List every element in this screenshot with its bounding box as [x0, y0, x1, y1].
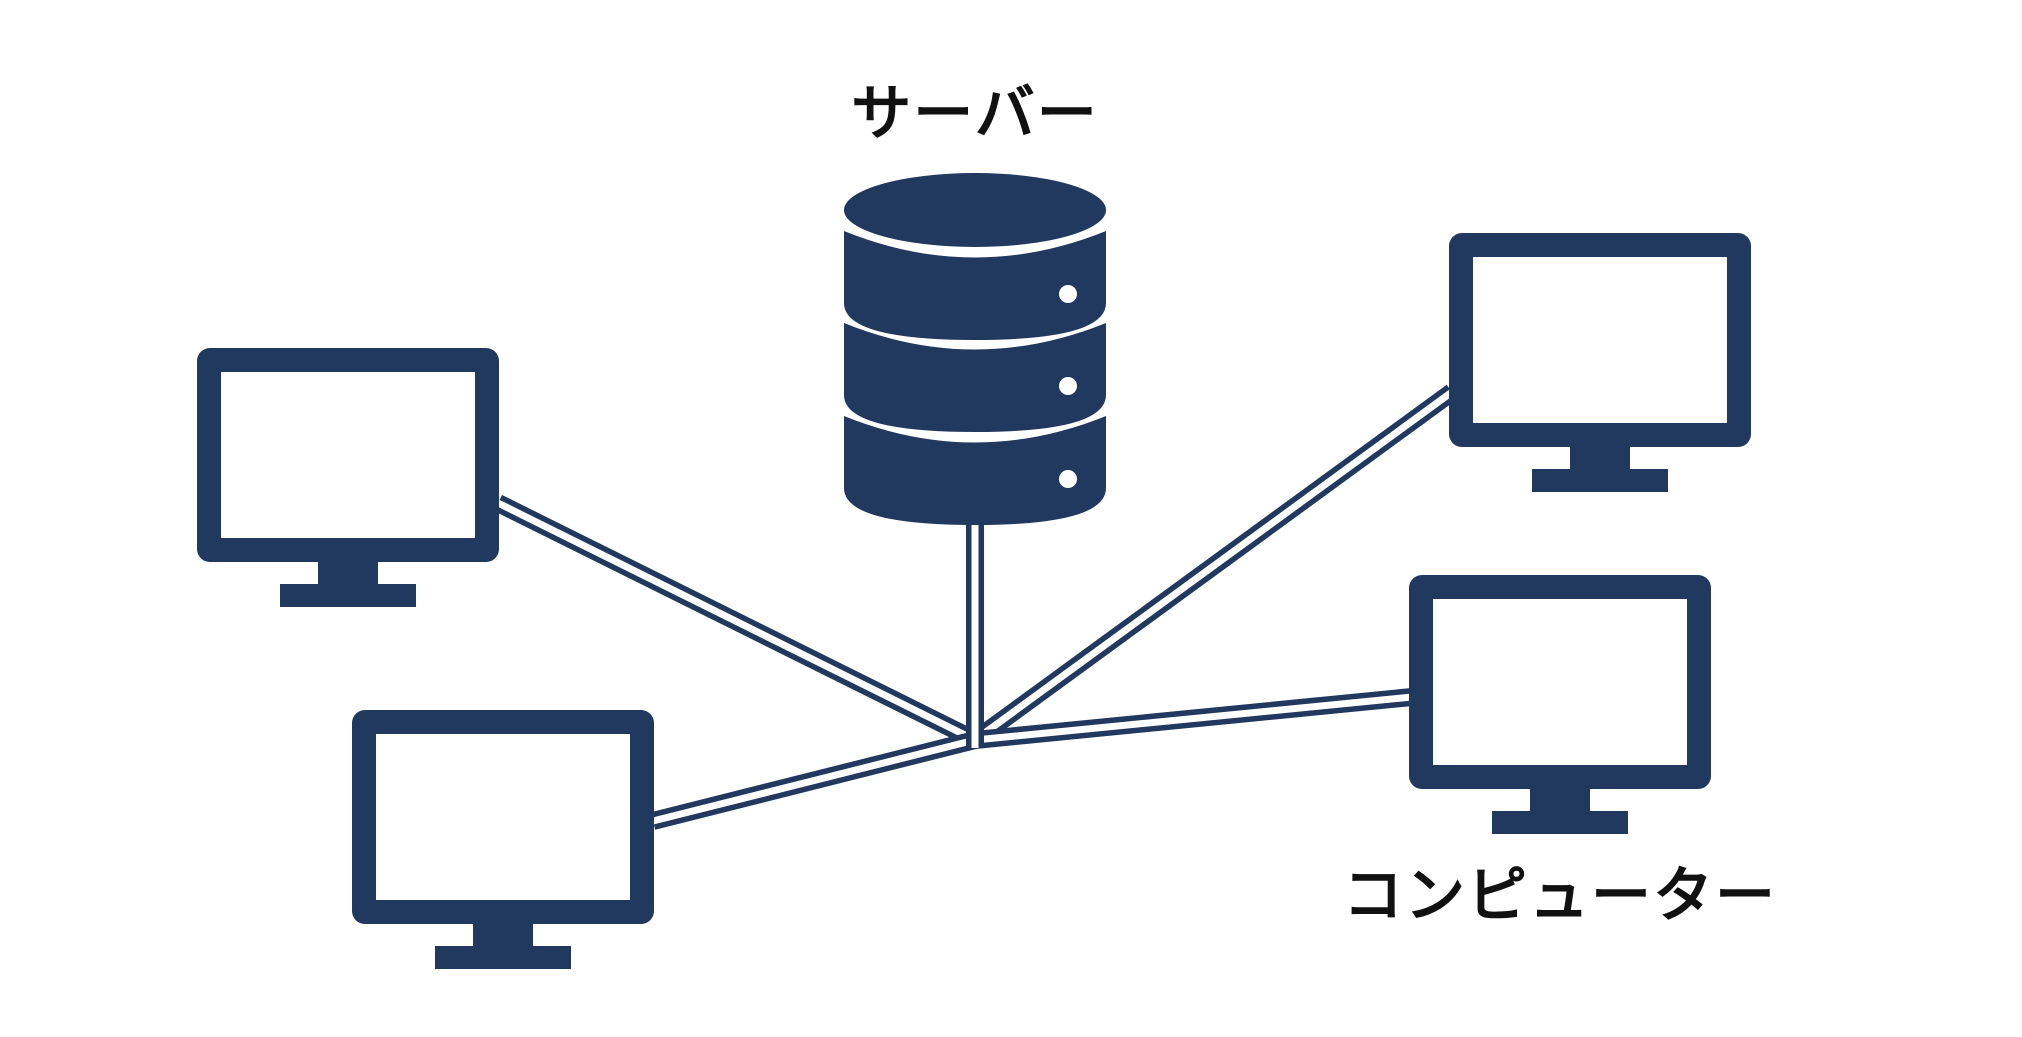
connection-lines: [493, 384, 1458, 830]
connection-server-to-pc-2: [650, 731, 978, 830]
connection-server-to-pc-4: [974, 688, 1413, 749]
computer-label: コンピューター: [1343, 861, 1777, 931]
monitor-icon: [1409, 575, 1711, 834]
connection-server-to-pc-1: [493, 494, 980, 749]
monitor-icon: [197, 348, 499, 607]
server-label: サーバー: [851, 79, 1099, 149]
monitor-icon: [352, 710, 654, 969]
monitor-icon: [1449, 233, 1751, 492]
database-icon: [844, 173, 1106, 525]
connection-server-to-pc-3: [969, 384, 1458, 748]
